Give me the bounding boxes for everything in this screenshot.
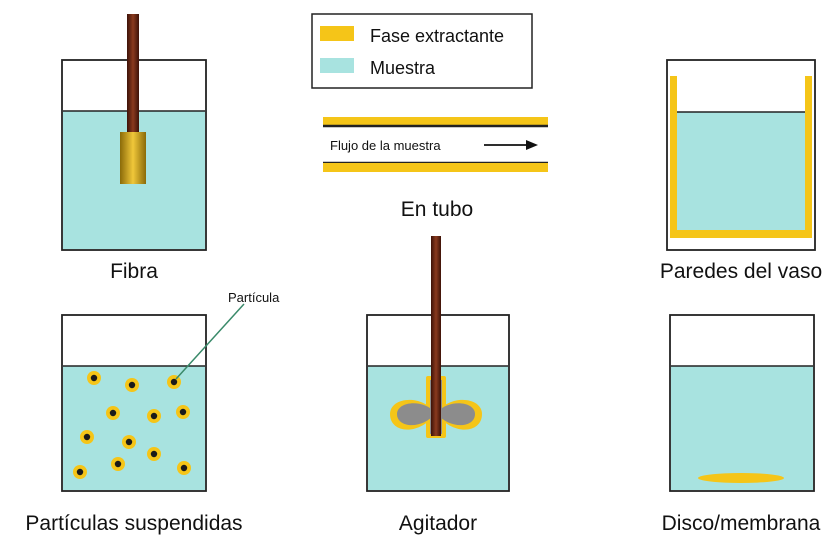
particle xyxy=(87,371,101,385)
legend-label-extract-phase: Fase extractante xyxy=(370,26,504,46)
disc-sample-liquid xyxy=(671,366,813,490)
particle xyxy=(73,465,87,479)
panel-stirrer: Agitador xyxy=(366,236,510,535)
panel-tube: Flujo de la muestra En tubo xyxy=(323,117,548,221)
particle xyxy=(80,430,94,444)
disc-caption: Disco/membrana xyxy=(662,512,821,535)
particle xyxy=(167,375,181,389)
fiber-caption: Fibra xyxy=(110,260,158,283)
panel-particles: Partícula Partículas suspendidas xyxy=(25,290,280,535)
particle-callout-label: Partícula xyxy=(228,290,280,305)
particle-group xyxy=(73,371,191,479)
tube-flow-arrow-head xyxy=(526,140,538,150)
stirrer-rod xyxy=(431,236,441,436)
legend-swatch-sample xyxy=(320,58,354,73)
tube-flow-label: Flujo de la muestra xyxy=(330,138,441,153)
stirrer-caption: Agitador xyxy=(399,512,477,535)
panel-vessel-walls: Paredes del vaso xyxy=(660,59,822,283)
particle-callout-line xyxy=(175,303,245,380)
panel-fiber: Fibra xyxy=(61,14,207,283)
disc-membrane xyxy=(698,473,784,483)
particle xyxy=(111,457,125,471)
tube-bottom-wall xyxy=(323,163,548,172)
walls-caption: Paredes del vaso xyxy=(660,260,822,283)
particles-vessel xyxy=(61,314,207,492)
fiber-coating xyxy=(120,132,146,184)
disc-vessel xyxy=(669,314,815,492)
fiber-rod xyxy=(127,14,139,134)
tube-caption: En tubo xyxy=(401,198,473,221)
walls-sample-liquid xyxy=(677,112,805,230)
legend: Fase extractante Muestra xyxy=(311,13,533,89)
legend-label-sample: Muestra xyxy=(370,58,436,78)
particle xyxy=(147,447,161,461)
particle xyxy=(177,461,191,475)
particles-caption: Partículas suspendidas xyxy=(25,512,242,535)
panel-disc: Disco/membrana xyxy=(662,314,821,535)
particle xyxy=(106,406,120,420)
particle xyxy=(125,378,139,392)
particle xyxy=(122,435,136,449)
legend-swatch-extract-phase xyxy=(320,26,354,41)
walls-vessel xyxy=(666,59,816,251)
particle xyxy=(147,409,161,423)
particle xyxy=(176,405,190,419)
tube-top-wall xyxy=(323,117,548,126)
